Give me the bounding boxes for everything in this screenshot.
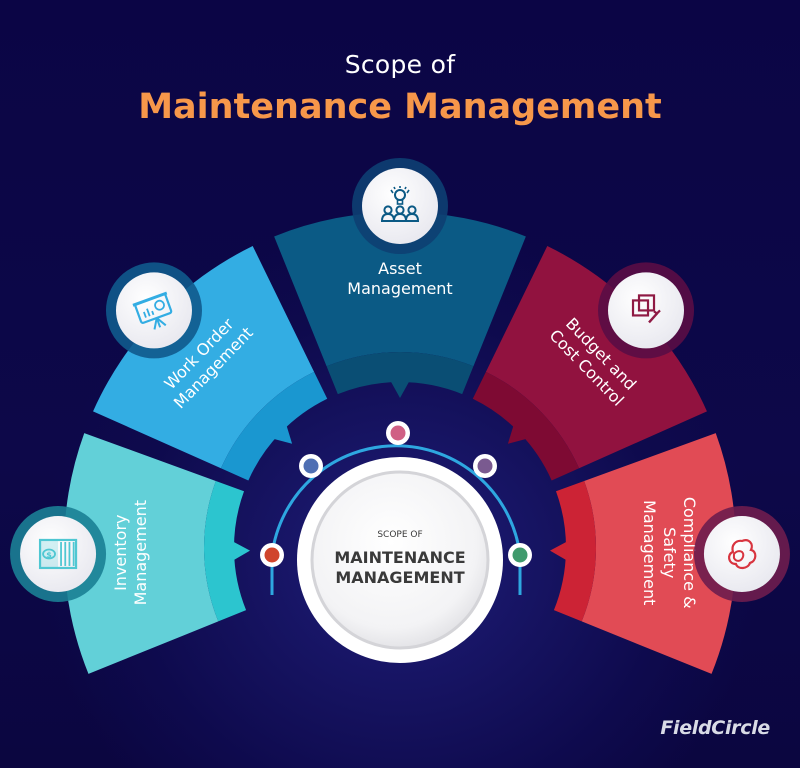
team-idea-icon — [380, 186, 420, 222]
segment-compliance-body — [581, 433, 736, 674]
fieldcircle-logo: FieldCircle — [660, 717, 770, 739]
segment-inventory-icon-badge: $ — [10, 505, 107, 602]
segment-work-order-band — [220, 371, 328, 481]
connector-layer — [260, 421, 532, 595]
connector-dot — [386, 421, 410, 445]
segment-inventory-pointer — [233, 541, 251, 561]
segment-inventory-body — [63, 433, 219, 674]
connector-dot — [260, 543, 284, 567]
segment-inventory: InventoryManagement — [63, 433, 251, 674]
segment-inventory-band — [204, 480, 247, 622]
segment-compliance-band — [553, 480, 596, 622]
diagram-title: Maintenance Management — [138, 87, 662, 127]
segment-budget-pointer — [507, 425, 527, 444]
safety-shield-heart-icon — [728, 539, 757, 570]
layers-wrench-icon — [631, 294, 661, 324]
segment-work-order-icon-badge — [105, 262, 202, 359]
segment-inventory-label-line: Management — [131, 500, 150, 605]
segment-asset-pointer — [390, 381, 410, 398]
center-hub: SCOPE OF MAINTENANCE MANAGEMENT — [297, 457, 503, 663]
segment-compliance: Compliance &SafetyManagement — [549, 433, 736, 674]
segment-budget-band — [472, 371, 580, 481]
connector-dot — [299, 454, 323, 478]
segment-work-order-body — [93, 246, 315, 469]
connector-dot — [508, 543, 532, 567]
segment-asset-icon-badge — [352, 158, 448, 254]
segment-compliance-label-line: Compliance & — [680, 497, 699, 609]
segment-compliance-label: Compliance &SafetyManagement — [640, 497, 699, 609]
diagram-subtitle: Scope of — [344, 50, 456, 79]
hub-title-line-2: MANAGEMENT — [335, 568, 464, 587]
segment-asset-label-line: Asset — [378, 259, 422, 278]
connector-arc — [270, 444, 522, 595]
segment-asset-band — [326, 352, 474, 395]
segment-asset-label-line: Management — [347, 279, 452, 298]
segment-inventory-label: InventoryManagement — [111, 500, 150, 605]
segment-asset-body — [274, 212, 526, 367]
segment-compliance-label-line: Safety — [660, 527, 679, 578]
svg-text:$: $ — [46, 550, 52, 559]
segment-inventory-label-line: Inventory — [111, 515, 130, 591]
presentation-board-icon — [132, 291, 173, 330]
segment-compliance-label-line: Management — [640, 500, 659, 605]
connector-dot — [473, 454, 497, 478]
cash-inventory-icon: $ — [38, 538, 78, 570]
hub-inner-circle — [310, 470, 490, 650]
segment-compliance-pointer — [549, 541, 567, 561]
segment-work-order-pointer — [273, 425, 293, 444]
segment-budget-icon-badge — [598, 262, 695, 359]
hub-title-line-1: MAINTENANCE — [334, 548, 465, 567]
segment-budget-body — [485, 246, 707, 469]
icons-layer: $ — [10, 158, 790, 602]
segment-compliance-icon-badge — [693, 505, 790, 602]
hub-small-label: SCOPE OF — [377, 530, 422, 540]
